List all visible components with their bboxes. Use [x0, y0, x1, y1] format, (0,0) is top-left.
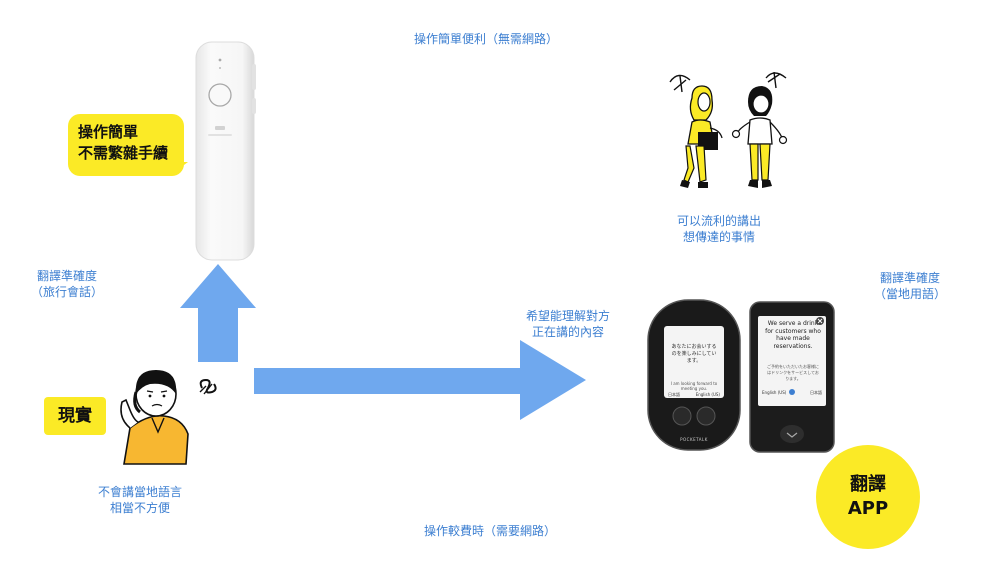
- translator-stick-device: [195, 41, 256, 261]
- left-accuracy-label: 翻譯準確度 （旅行會話）: [31, 269, 104, 299]
- simple-operation-bubble: 操作簡單 不需繁雜手續: [68, 114, 184, 176]
- reality-label: 現實: [44, 397, 106, 435]
- reality-caption: 不會講當地語言 相當不方便: [98, 485, 183, 515]
- confused-person-illustration: [120, 370, 217, 465]
- left-device-screen-jp: あなたにお会いする のを楽しみにしてい ます。: [671, 344, 717, 364]
- speak-caption: 可以流利的講出 想傳達的事情: [677, 214, 762, 244]
- right-device-screen-en: We serve a drink for customers who have …: [765, 320, 821, 350]
- right-device-screen-jp: ご予約をいただいたお客様に はドリンクをサービスしてお ります。: [767, 364, 819, 381]
- translator-device-black-right: [749, 301, 835, 453]
- understand-caption: 希望能理解對方 正在講的內容: [526, 309, 611, 339]
- translator-device-black-left: [647, 299, 741, 451]
- left-device-brand: POCKETALK: [680, 437, 708, 442]
- two-people-talking-illustration: [669, 72, 788, 188]
- right-arrow: [254, 340, 586, 420]
- bottom-path-label: 操作較費時（需要網路）: [424, 524, 557, 538]
- right-device-lang-bar: English (US) 日本語: [762, 390, 822, 395]
- left-device-screen-en: I am looking forward to meeting you.: [670, 381, 718, 391]
- right-accuracy-label: 翻譯準確度 （當地用語）: [874, 271, 947, 301]
- left-device-lang-bar: 日本語 English (US): [668, 392, 720, 397]
- top-path-label: 操作簡單便利（無需網路）: [414, 32, 559, 46]
- up-arrow: [180, 264, 256, 362]
- translation-app-badge: 翻譯 APP: [816, 445, 920, 549]
